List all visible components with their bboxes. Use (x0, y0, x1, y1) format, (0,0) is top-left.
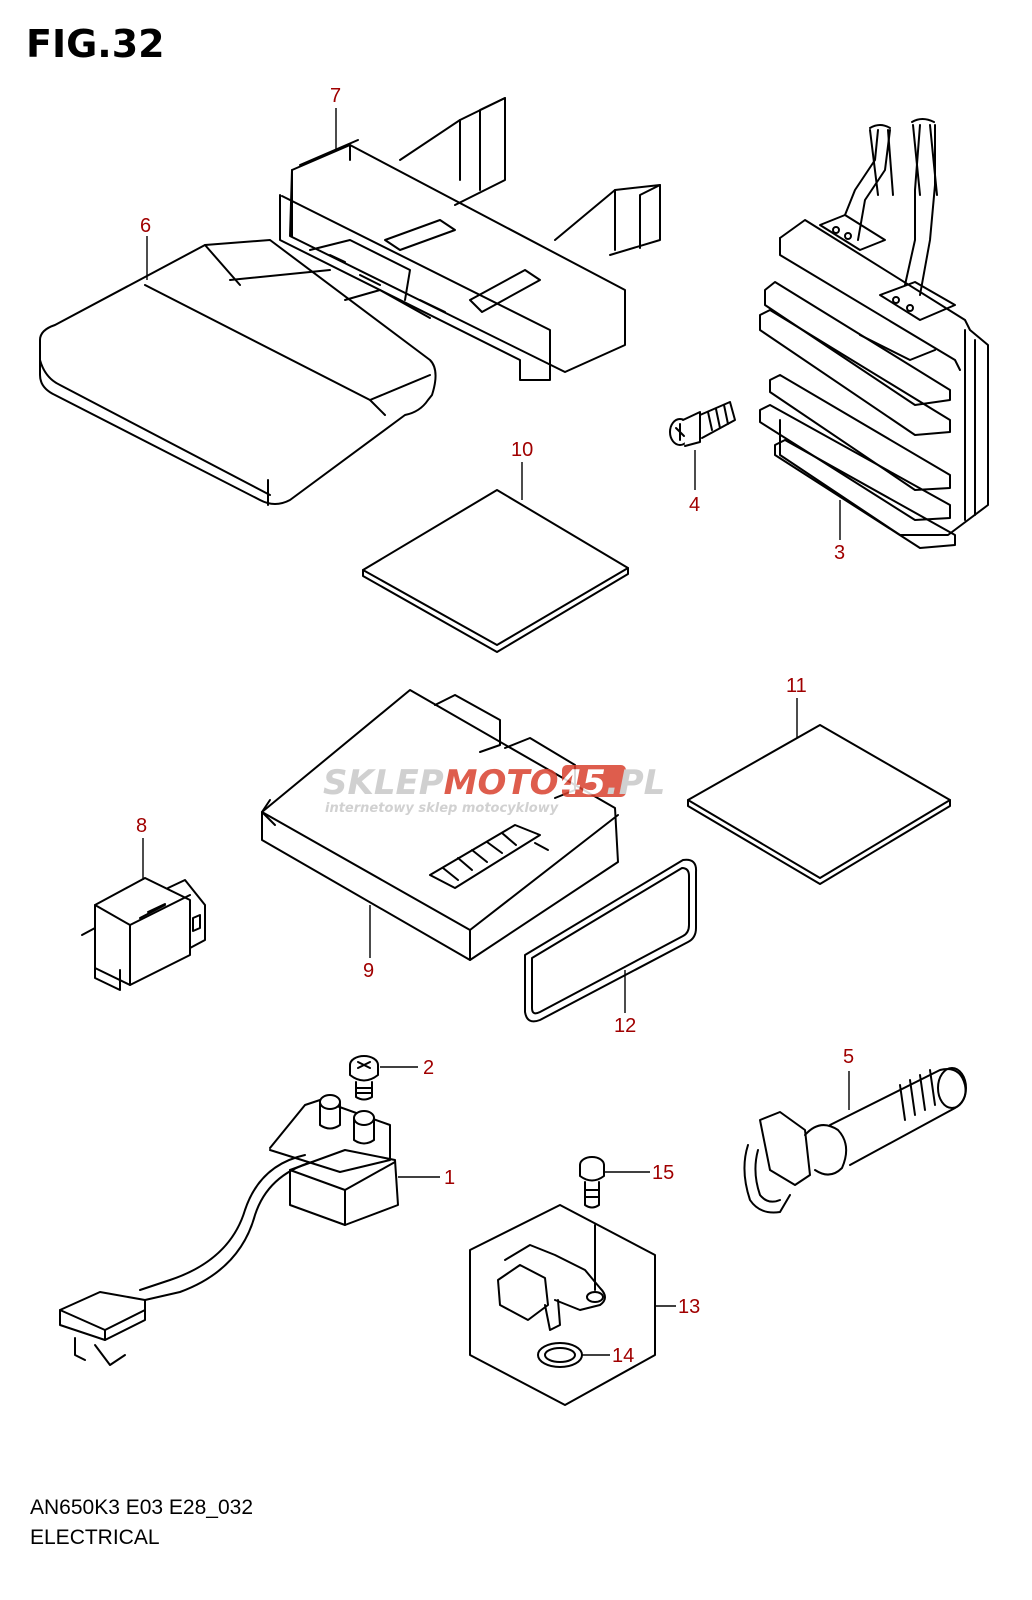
callout-labels: 1 2 3 4 5 6 7 8 9 10 11 12 13 14 15 (136, 85, 854, 1367)
callout-5: 5 (843, 1046, 854, 1068)
callout-13: 13 (678, 1296, 700, 1318)
watermark-text-tail: .PL (606, 763, 666, 803)
ecu (39, 239, 437, 506)
screw-2 (349, 1055, 379, 1101)
pad-10 (362, 489, 629, 653)
callout-2: 2 (423, 1057, 434, 1079)
callout-1: 1 (444, 1167, 455, 1189)
relay-8 (81, 877, 206, 991)
callout-6: 6 (140, 215, 151, 237)
watermark-text-red: MOTO (444, 763, 559, 803)
figure-title: FIG.32 (26, 22, 165, 66)
callout-11: 11 (786, 675, 807, 697)
starter-relay-1 (59, 1094, 399, 1366)
callout-15: 15 (652, 1162, 674, 1184)
control-unit-9 (261, 689, 619, 961)
leader-lines (142, 108, 850, 1356)
watermark-box (562, 765, 626, 797)
sensor-kit-13 (469, 1204, 656, 1406)
callout-3: 3 (834, 542, 845, 564)
watermark-text-gray: SKLEP (323, 763, 444, 803)
bolt-15 (579, 1156, 605, 1209)
watermark: SKLEPMOTO45.PL internetowy sklep motocyk… (323, 763, 665, 816)
callout-9: 9 (363, 960, 374, 982)
gasket-12 (524, 858, 698, 1023)
callout-4: 4 (689, 494, 700, 516)
ecu-bracket (279, 97, 661, 381)
watermark-tagline: internetowy sklep motocyklowy (325, 801, 559, 816)
callout-12: 12 (614, 1015, 636, 1037)
model-code: AN650K3 E03 E28_032 (30, 1496, 254, 1519)
o-ring-14 (537, 1342, 583, 1368)
callout-8: 8 (136, 815, 147, 837)
speed-sensor-5 (743, 1067, 967, 1214)
callout-10: 10 (511, 439, 533, 461)
bolt-4 (669, 401, 736, 447)
pad-11 (687, 724, 951, 885)
watermark-text-box: 45 (558, 763, 606, 803)
callout-7: 7 (330, 85, 341, 107)
section-name: ELECTRICAL (30, 1526, 160, 1549)
callout-14: 14 (612, 1345, 634, 1367)
regulator-rectifier (759, 118, 989, 549)
svg-text:SKLEPMOTO45.PL: SKLEPMOTO45.PL (323, 763, 665, 803)
